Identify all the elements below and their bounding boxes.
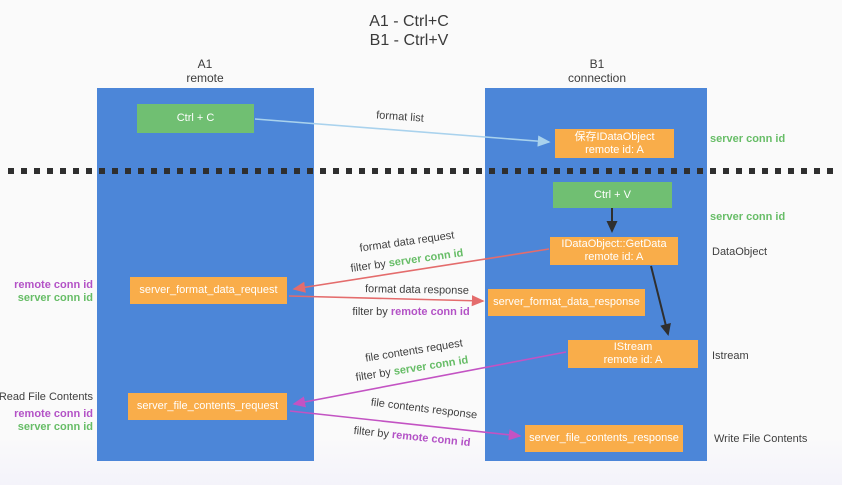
lane-left-subtitle: remote	[186, 71, 224, 85]
label-istream: Istream	[712, 350, 749, 362]
dotted-separator	[8, 168, 834, 174]
label-filter-remote-1-prefix: filter by	[352, 306, 391, 318]
node-file-response: server_file_contents_response	[525, 425, 683, 452]
lane-header-left: A1 remote	[186, 57, 223, 85]
label-server-conn-id-right-2: server conn id	[710, 211, 786, 223]
node-format-response-label: server_format_data_response	[493, 296, 640, 308]
label-format-data-response: format data response	[364, 283, 470, 297]
node-format-response: server_format_data_response	[488, 289, 645, 316]
node-save-dataobject-line2: remote id: A	[585, 143, 644, 156]
node-format-request: server_format_data_request	[130, 277, 287, 304]
node-ctrl-v-label: Ctrl + V	[594, 188, 631, 201]
label-write-file-contents: Write File Contents	[714, 433, 808, 445]
node-ctrl-c-label: Ctrl + C	[176, 112, 215, 124]
label-server-conn-id-left-2: server conn id	[17, 421, 93, 433]
node-ctrl-c: Ctrl + C	[137, 104, 254, 133]
lane-left-title: A1	[197, 57, 213, 71]
diagram-title: A1 - Ctrl+C B1 - Ctrl+V	[369, 12, 449, 50]
arrow-getdata-to-istream	[650, 265, 671, 336]
title-line-1: A1 - Ctrl+C	[369, 13, 449, 30]
node-file-request: server_file_contents_request	[128, 393, 287, 420]
node-format-request-label: server_format_data_request	[139, 284, 278, 296]
node-istream-line2: remote id: A	[603, 354, 663, 366]
node-file-response-label: server_file_contents_response	[529, 432, 679, 444]
node-save-dataobject: 保存IDataObject remote id: A	[555, 129, 674, 158]
label-dataobject: DataObject	[712, 246, 768, 258]
lane-right-subtitle: connection	[567, 71, 627, 85]
lane-header-right: B1 connection	[568, 57, 626, 85]
node-getdata-line2: remote id: A	[584, 251, 644, 263]
label-read-file-contents: Read File Contents	[0, 391, 93, 403]
title-line-2: B1 - Ctrl+V	[369, 32, 449, 49]
node-getdata-line1: IDataObject::GetData	[561, 238, 667, 250]
arrow-file-contents-request	[292, 351, 567, 408]
label-remote-conn-id-left-2: remote conn id	[14, 408, 93, 420]
label-filter-remote-1-highlight: remote conn id	[390, 306, 470, 318]
node-getdata: IDataObject::GetData remote id: A	[550, 237, 678, 265]
arrow-format-data-request	[292, 248, 550, 293]
label-remote-conn-id-left-1: remote conn id	[14, 279, 93, 291]
label-server-conn-id-right-1: server conn id	[710, 133, 786, 145]
node-file-request-label: server_file_contents_request	[136, 400, 279, 412]
label-server-conn-id-left-1: server conn id	[17, 292, 93, 304]
arrow-format-list	[254, 118, 551, 147]
node-istream-line1: IStream	[613, 341, 653, 353]
lane-right-title: B1	[589, 57, 605, 71]
node-save-dataobject-line1: 保存IDataObject	[574, 130, 655, 143]
node-ctrl-v: Ctrl + V	[553, 182, 672, 208]
node-istream: IStream remote id: A	[568, 340, 698, 368]
arrow-format-data-response	[288, 295, 485, 307]
label-filter-remote-1: filter by remote conn id	[352, 306, 469, 318]
arrow-file-contents-response	[289, 410, 522, 441]
